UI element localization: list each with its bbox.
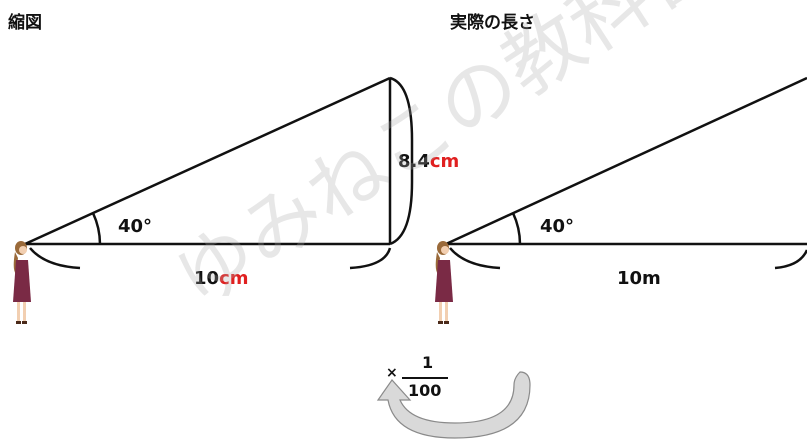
right-title: 実際の長さ — [450, 13, 535, 33]
left-triangle — [24, 76, 414, 270]
left-base-unit: cm — [219, 268, 249, 289]
left-angle-arc — [91, 212, 102, 245]
scale-factor: × 1 100 — [386, 353, 466, 405]
right-angle-arc — [511, 212, 522, 245]
right-base-brace — [449, 247, 807, 270]
fraction-bar — [402, 377, 448, 379]
left-angle-label: 40° — [118, 216, 153, 237]
left-person-figure — [13, 241, 31, 324]
curved-arrow-icon — [376, 371, 531, 439]
right-triangle — [445, 76, 807, 270]
left-base-label: 10cm — [194, 268, 249, 289]
right-hypotenuse-line — [445, 76, 807, 246]
left-height-label: 8.4cm — [398, 151, 459, 172]
left-height-unit: cm — [429, 151, 460, 172]
left-height-value: 8.4 — [398, 151, 430, 172]
left-height-brace — [389, 76, 414, 246]
left-base-value: 10 — [194, 268, 220, 289]
right-person-figure — [435, 241, 453, 324]
left-title: 縮図 — [8, 13, 42, 33]
multiply-sign: × — [386, 365, 398, 381]
right-angle-label: 40° — [540, 216, 575, 237]
right-base-label: 10m — [617, 268, 661, 289]
scale-denominator: 100 — [408, 381, 442, 400]
left-hypotenuse-line — [24, 76, 391, 246]
left-base-brace — [29, 247, 392, 270]
scale-numerator: 1 — [422, 353, 434, 372]
